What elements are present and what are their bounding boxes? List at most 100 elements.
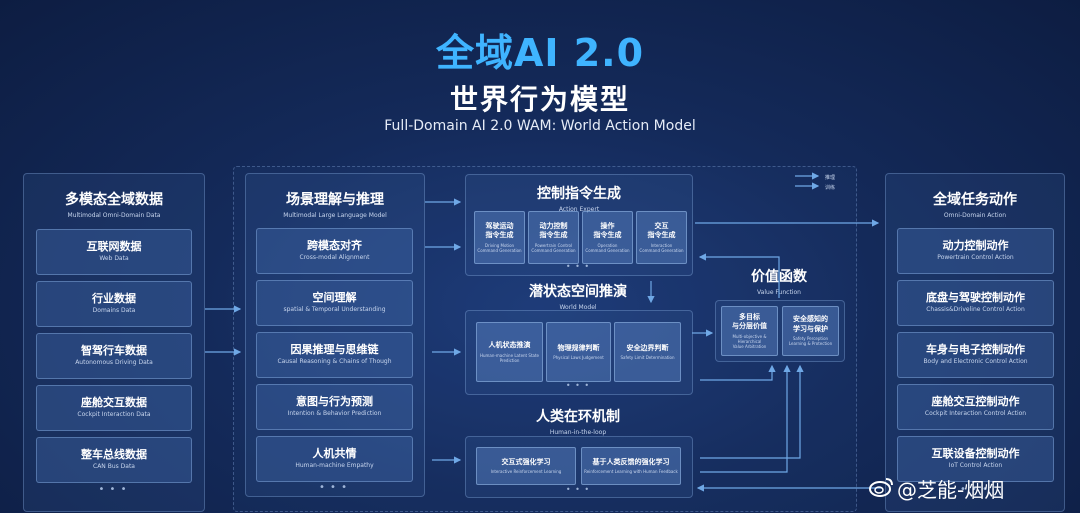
card-label-en: Interactive Reinforcement Learning	[490, 469, 562, 475]
card-label: 车身与电子控制动作	[926, 343, 1025, 356]
action-expert-panel: 控制指令生成 Action Expert	[465, 174, 693, 276]
card-label-en: Operation Command Generation	[585, 242, 630, 253]
left-more-dots: • • •	[98, 484, 128, 495]
human-loop-title-en: Human-in-the-loop	[549, 429, 607, 436]
world-model-title: 潜状态空间推演	[529, 284, 627, 300]
card-label: 安全边界判断	[626, 343, 669, 352]
card-label: 座舱交互控制动作	[931, 395, 1020, 408]
world-card-physical-laws: 物理规律判断 Physical Laws Judgement	[546, 322, 611, 382]
card-label: 空间理解	[312, 291, 357, 304]
card-label: 行业数据	[92, 292, 136, 305]
world-card-safety-limit: 安全边界判断 Safety Limit Determination	[614, 322, 681, 382]
action-panel-title: 控制指令生成	[537, 186, 621, 202]
control-more-dots: • • •	[565, 262, 591, 271]
card-label: 人机状态推演	[488, 341, 531, 350]
card-label-en: Domains Data	[92, 307, 136, 315]
card-label-en: Causal Reasoning & Chains of Though	[277, 358, 392, 366]
legend-label-inference: 推理	[825, 175, 836, 181]
card-label-en: Chassis&Driveline Control Action	[926, 306, 1025, 314]
value-card-multi-objective: 多目标 与分层价值 Multi-objective & Hierarchical…	[721, 306, 778, 356]
scene-card-causal-reasoning: 因果推理与思维链 Causal Reasoning & Chains of Th…	[256, 332, 413, 378]
card-label-en: Powertrain Control Action	[937, 254, 1014, 262]
command-card-interaction: 交互 指令生成 Interaction Command Generation	[636, 211, 687, 264]
human-card-interactive-rl: 交互式强化学习 Interactive Reinforcement Learni…	[476, 447, 576, 485]
card-label: 交互 指令生成	[647, 221, 676, 240]
card-label-en: Intention & Behavior Prediction	[287, 410, 382, 418]
right-panel-title-en: Omni-Domain Action	[943, 212, 1007, 219]
right-more-dots: • • •	[959, 484, 990, 495]
left-panel-title-en: Multimodal Omni-Domain Data	[67, 212, 161, 219]
card-label-en: Cockpit Interaction Data	[77, 411, 151, 419]
card-label: 因果推理与思维链	[290, 343, 379, 356]
data-card-domains: 行业数据 Domains Data	[36, 281, 192, 327]
card-label-en: Multi-objective & Hierarchical Value Arb…	[732, 333, 767, 350]
arrow-world-feedback	[700, 364, 776, 381]
world-model-title-en: World Model	[559, 304, 597, 311]
left-panel-title: 多模态全域数据	[65, 192, 163, 208]
world-card-human-machine-state: 人机状态推演 Human-machine Latent State Predic…	[476, 322, 543, 382]
card-label-en: CAN Bus Data	[93, 463, 135, 471]
card-label-en: Safety Limit Determination	[620, 355, 675, 361]
value-function-panel	[715, 300, 845, 362]
data-card-autonomous-driving: 智驾行车数据 Autonomous Driving Data	[36, 333, 192, 379]
card-label-en: spatial & Temporal Understanding	[283, 306, 386, 314]
card-label: 多目标 与分层价值	[732, 312, 767, 331]
right-panel-title: 全域任务动作	[933, 192, 1017, 208]
command-card-powertrain: 动力控制 指令生成 Powertrain Control Command Gen…	[528, 211, 579, 264]
card-label-en: Cockpit Interaction Control Action	[924, 410, 1027, 418]
middle-frame	[233, 166, 857, 512]
human-loop-title: 人类在环机制	[536, 409, 620, 425]
arrow-loop-to-value-1	[700, 364, 791, 473]
card-label-en: Human-machine Empathy	[295, 462, 374, 470]
card-label: 跨模态对齐	[307, 239, 362, 252]
card-label-en: Reinforcement Learning with Human Feedba…	[584, 469, 678, 475]
scene-reasoning-panel: 场景理解与推理 Multimodal Large Language Model	[245, 173, 425, 497]
human-card-rlhf: 基于人类反馈的强化学习 Reinforcement Learning with …	[581, 447, 681, 485]
arrow-loop-to-value-2	[700, 364, 804, 459]
legend-label-training: 训练	[825, 185, 836, 191]
command-card-driving: 驾驶运动 指令生成 Driving Motion Command Generat…	[474, 211, 525, 264]
card-label: 操作 指令生成	[593, 221, 622, 240]
card-label: 互联网数据	[86, 240, 142, 253]
card-label: 动力控制 指令生成	[539, 221, 568, 240]
card-label: 底盘与驾驶控制动作	[926, 291, 1025, 304]
action-card-body-electronic: 车身与电子控制动作 Body and Electronic Control Ac…	[897, 332, 1054, 378]
data-card-cockpit-interaction: 座舱交互数据 Cockpit Interaction Data	[36, 385, 192, 431]
action-card-powertrain: 动力控制动作 Powertrain Control Action	[897, 228, 1054, 274]
card-label: 智驾行车数据	[81, 344, 147, 357]
card-label-en: Safety Perception Learning & Protection	[788, 336, 833, 347]
left-panel-multimodal-data: 多模态全域数据 Multimodal Omni-Domain Data	[23, 173, 205, 512]
card-label: 座舱交互数据	[81, 396, 147, 409]
card-label-en: Driving Motion Command Generation	[477, 242, 522, 253]
scene-panel-title-en: Multimodal Large Language Model	[283, 212, 387, 219]
card-label: 基于人类反馈的强化学习	[592, 457, 670, 466]
scene-more-dots: • • •	[318, 482, 349, 493]
card-label-en: Web Data	[99, 255, 129, 263]
scene-card-cross-modal: 跨模态对齐 Cross-modal Alignment	[256, 228, 413, 274]
action-card-chassis: 底盘与驾驶控制动作 Chassis&Driveline Control Acti…	[897, 280, 1054, 326]
action-card-cockpit: 座舱交互控制动作 Cockpit Interaction Control Act…	[897, 384, 1054, 430]
command-card-operation: 操作 指令生成 Operation Command Generation	[582, 211, 633, 264]
human-loop-header: 人类在环机制 Human-in-the-loop	[465, 406, 691, 436]
scene-card-spatial: 空间理解 spatial & Temporal Understanding	[256, 280, 413, 326]
card-label-en: Body and Electronic Control Action	[923, 358, 1028, 366]
card-label: 互联设备控制动作	[931, 447, 1020, 460]
watermark-text: @芝能-烟烟	[897, 478, 1005, 502]
card-label-en: Human-machine Latent State Prediction	[479, 352, 539, 363]
card-label: 交互式强化学习	[501, 457, 551, 466]
card-label-en: Interaction Command Generation	[639, 242, 684, 253]
human-more-dots: • • •	[565, 485, 591, 494]
world-more-dots: • • •	[565, 381, 591, 390]
card-label-en: Physical Laws Judgement	[553, 355, 604, 361]
page-subtitle: 世界行为模型	[449, 83, 630, 116]
card-label: 安全感知的 学习与保护	[793, 315, 828, 333]
action-card-iot: 互联设备控制动作 IoT Control Action	[897, 436, 1054, 482]
card-label: 意图与行为预测	[296, 395, 373, 408]
action-panel-title-en: Action Expert	[558, 206, 600, 213]
card-label: 物理规律判断	[557, 343, 600, 352]
value-card-safety-perception: 安全感知的 学习与保护 Safety Perception Learning &…	[782, 306, 839, 356]
card-label-en: Powertrain Control Command Generation	[531, 242, 576, 253]
arrow-value-to-action	[698, 253, 780, 298]
world-model-header: 潜状态空间推演 World Model	[465, 281, 691, 311]
